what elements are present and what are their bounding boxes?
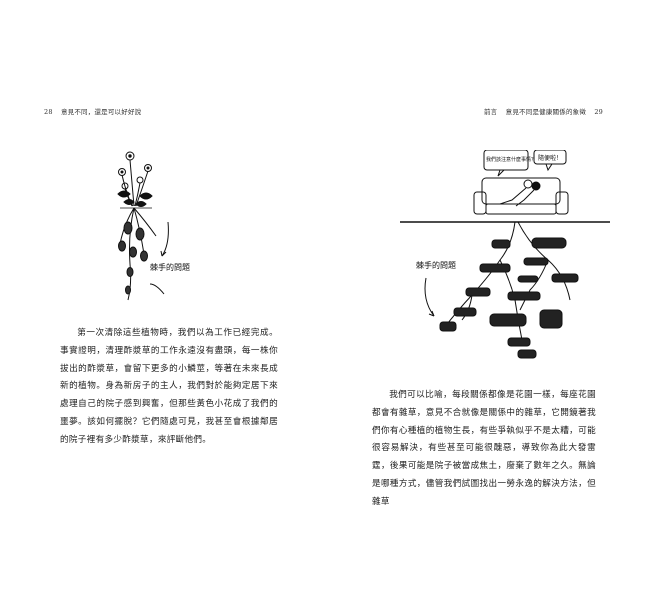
right-running-title: 意見不同是健康關係的象徵 xyxy=(505,108,587,116)
bubble-right-text: 隨便啦！ xyxy=(538,154,562,162)
left-page-number: 28 xyxy=(44,108,53,116)
weed-illustration: 棘手的問題 xyxy=(100,144,190,304)
weed-label: 棘手的問題 xyxy=(150,262,190,272)
roots-label: 棘手的問題 xyxy=(416,260,456,270)
right-section-label: 前言 xyxy=(483,108,498,116)
left-page-header: 28 意見不同，還是可以好好說 xyxy=(44,106,141,116)
couch-drawing: 我們該注意什麼事情？ 隨便啦！ 棘手的問題 xyxy=(400,149,610,359)
right-body-text: 我們可以比喻，每段關係都像是花園一樣，每座花園都會有雜草，意見不合就像是關係中的… xyxy=(372,387,596,512)
weed-drawing: 棘手的問題 xyxy=(117,151,190,301)
right-page-number: 29 xyxy=(594,108,603,116)
right-page-header: 前言 意見不同是健康關係的象徵 29 xyxy=(484,106,603,116)
right-paragraph: 我們可以比喻，每段關係都像是花園一樣，每座花園都會有雜草，意見不合就像是關係中的… xyxy=(372,390,596,507)
left-running-title: 意見不同，還是可以好好說 xyxy=(60,108,142,116)
left-body-text: 第一次清除這些植物時，我們以為工作已經完成。事實證明，清理酢漿草的工作永遠沒有盡… xyxy=(60,325,278,450)
left-paragraph: 第一次清除這些植物時，我們以為工作已經完成。事實證明，清理酢漿草的工作永遠沒有盡… xyxy=(60,328,278,445)
bubble-left-text: 我們該注意什麼事情？ xyxy=(486,156,536,163)
couch-roots-illustration: 我們該注意什麼事情？ 隨便啦！ 棘手的問題 xyxy=(400,149,610,360)
